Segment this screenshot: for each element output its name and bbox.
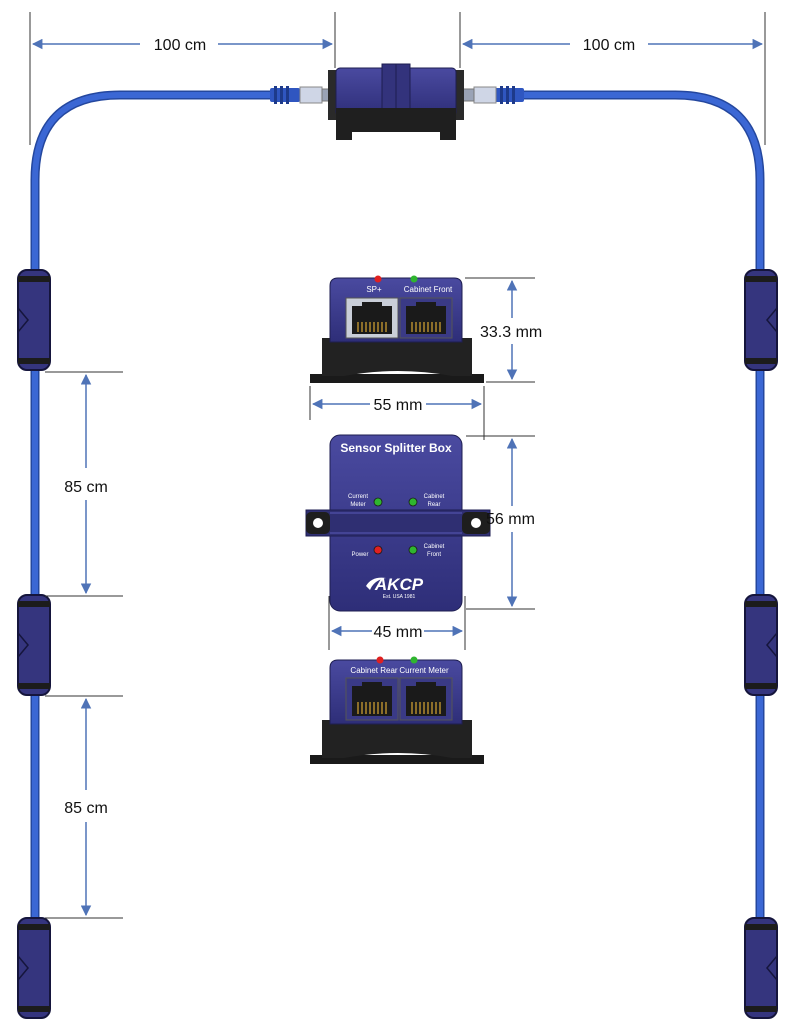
front-port-left-label: SP+ bbox=[366, 285, 382, 294]
led-red-icon bbox=[374, 275, 382, 283]
front-port-right-label: Cabinet Front bbox=[404, 285, 453, 294]
led-green-icon bbox=[408, 545, 418, 555]
led-power-label: Power bbox=[351, 552, 368, 558]
rear-view-device: Cabinet Rear Current Meter bbox=[310, 656, 484, 764]
sensor-right-1 bbox=[744, 269, 778, 371]
dim-body-height-label: 56 mm bbox=[486, 511, 535, 528]
dim-side-1-label: 85 cm bbox=[64, 479, 108, 496]
dim-body-width: 45 mm bbox=[328, 596, 466, 650]
rj45-port-icon bbox=[345, 677, 399, 721]
dim-top-left-label: 100 cm bbox=[154, 37, 206, 54]
rj45-port-icon bbox=[399, 677, 453, 721]
led-green-icon bbox=[408, 497, 418, 507]
dim-top-right: 100 cm bbox=[459, 12, 766, 145]
rear-port-left-label: Cabinet Rear bbox=[350, 666, 397, 675]
dim-top-right-label: 100 cm bbox=[583, 37, 635, 54]
sensor-left-2 bbox=[17, 594, 51, 696]
dim-side-2: 85 cm bbox=[45, 695, 123, 919]
sensor-right-2 bbox=[744, 594, 778, 696]
dim-device-height-top-label: 33.3 mm bbox=[480, 324, 542, 341]
sensor-right-3 bbox=[744, 917, 778, 1019]
logo-subtext: Est. USA 1981 bbox=[383, 594, 416, 600]
rj45-port-icon bbox=[399, 297, 453, 339]
logo-text: AKCP bbox=[374, 575, 424, 594]
led-green-icon bbox=[410, 275, 418, 283]
rj45-port-icon bbox=[345, 297, 399, 339]
led-red-icon bbox=[376, 656, 384, 664]
dim-body-width-label: 45 mm bbox=[374, 624, 423, 641]
top-hub-box bbox=[328, 63, 464, 140]
dim-device-width-top-label: 55 mm bbox=[374, 397, 423, 414]
led-green-icon bbox=[373, 497, 383, 507]
led-red-icon bbox=[373, 545, 383, 555]
cable-loop bbox=[30, 90, 765, 1010]
front-view-device: SP+ Cabinet Front bbox=[310, 275, 484, 383]
dim-side-1: 85 cm bbox=[45, 371, 123, 597]
sensor-left-3 bbox=[17, 917, 51, 1019]
akcp-logo: AKCP Est. USA 1981 bbox=[366, 575, 424, 600]
dim-device-width-top: 55 mm bbox=[309, 386, 485, 440]
main-body-title: Sensor Splitter Box bbox=[340, 441, 452, 455]
sensor-left-1 bbox=[17, 269, 51, 371]
connector-right bbox=[459, 86, 524, 104]
dim-side-2-label: 85 cm bbox=[64, 800, 108, 817]
dim-body-height: 56 mm bbox=[466, 435, 535, 610]
rear-port-right-label: Current Meter bbox=[399, 666, 449, 675]
dim-top-left: 100 cm bbox=[29, 12, 336, 145]
connector-left bbox=[270, 86, 337, 104]
dim-device-height-top: 33.3 mm bbox=[465, 277, 542, 383]
led-green-icon bbox=[410, 656, 418, 664]
